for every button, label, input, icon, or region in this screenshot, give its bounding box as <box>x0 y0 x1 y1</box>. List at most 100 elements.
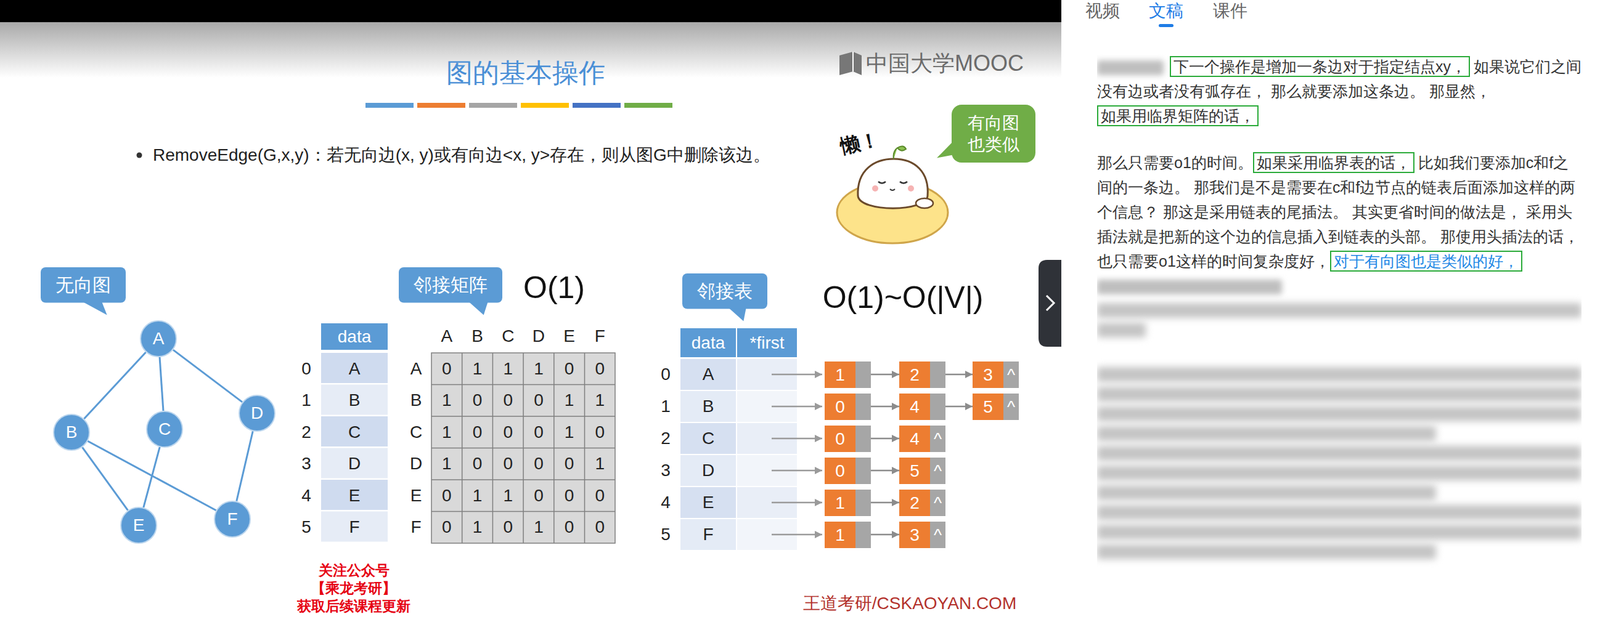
transcript-text: 比如我们要添加c和f之间的一条边。 那我们是不是需要在c和f边节点的链表后面添加… <box>1097 154 1580 270</box>
adjvex-field: 5 <box>899 457 931 485</box>
matrix-cell: 1 <box>441 453 452 475</box>
table-cell <box>680 455 736 487</box>
adjvex-field: 2 <box>899 361 931 389</box>
tab-label: 文稿 <box>1148 0 1184 22</box>
table-cell <box>680 359 736 391</box>
adjvex-field: 0 <box>824 393 856 421</box>
list-pointer <box>870 502 900 505</box>
adjvex-field: 4 <box>899 393 931 421</box>
table-cell <box>321 480 388 511</box>
matrix-row-header: B <box>410 390 423 412</box>
matrix-cell: 1 <box>441 390 452 412</box>
complexity-label: O(1)~O(|V|) <box>822 279 984 317</box>
vertex-cell: A <box>702 364 715 386</box>
vertex-cell: C <box>348 422 361 444</box>
list-node: 0 <box>824 425 871 453</box>
table-header: data <box>691 332 726 354</box>
highlight-box: 如果用临界矩阵的话， <box>1097 105 1259 127</box>
list-node: 3^ <box>899 522 946 549</box>
matrix-cell: 0 <box>472 390 483 412</box>
graph-edge <box>236 431 253 502</box>
table-cell <box>321 353 388 384</box>
list-node: 2 <box>899 361 946 389</box>
table-header-cell <box>321 323 388 351</box>
list-node: 0 <box>824 457 871 485</box>
blurred-text <box>1097 60 1164 76</box>
null-pointer: ^ <box>1003 361 1019 389</box>
cartoon-eyes <box>878 181 908 184</box>
table-header-cell <box>680 328 736 358</box>
vertex-cell: A <box>348 358 361 380</box>
list-node: 0 <box>824 393 871 421</box>
cartoon-sprout <box>893 146 907 160</box>
graph-edge <box>82 447 129 511</box>
first-pointer <box>771 502 823 505</box>
row-index: 2 <box>660 428 671 450</box>
blurred-text <box>1097 505 1582 521</box>
row-index: 4 <box>301 485 312 507</box>
matrix-cell: 0 <box>533 390 544 412</box>
matrix-row-header: F <box>410 517 421 539</box>
list-pointer <box>945 374 973 376</box>
list-pointer <box>870 534 900 537</box>
row-index: 0 <box>301 358 312 380</box>
vertex-cell: F <box>348 517 360 539</box>
next-field <box>855 489 871 517</box>
callout-tail <box>469 302 488 316</box>
tab-underline <box>1158 24 1174 28</box>
vertex-label: B <box>65 422 78 443</box>
list-node: 5^ <box>972 393 1019 421</box>
blurred-text <box>1097 322 1146 338</box>
matrix-cell: 0 <box>564 453 575 475</box>
blurred-text <box>1097 544 1437 560</box>
transcript-highlight: 如果用临界矩阵的话， <box>1100 107 1255 125</box>
list-node: 5^ <box>899 457 946 485</box>
graph-edge <box>173 350 243 403</box>
matrix-cell: 0 <box>502 517 513 539</box>
row-index: 0 <box>660 364 671 386</box>
list-pointer <box>870 374 900 376</box>
matrix-cell: 1 <box>564 390 575 412</box>
callout-box: 邻接表 <box>682 273 768 310</box>
matrix-cell: 0 <box>472 422 483 444</box>
graph-edge <box>87 441 216 511</box>
callout-box: 邻接矩阵 <box>398 267 503 304</box>
matrix-row-header: E <box>410 485 423 507</box>
highlight-box: 下一个操作是增加一条边对于指定结点xy， <box>1169 56 1470 78</box>
wechat-note: 关注公众号【乘龙考研】 获取后续课程更新 <box>297 562 411 616</box>
blurred-text <box>1097 367 1582 383</box>
matrix-cell: 1 <box>502 358 513 380</box>
transcript-paragraph: 下一个操作是增加一条边对于指定结点xy，如果说它们之间没有边或者没有弧存在， 那… <box>1097 54 1582 129</box>
blurred-text <box>1097 446 1582 462</box>
video-top-bar <box>0 0 1062 23</box>
table-cell <box>680 391 736 423</box>
blurred-text <box>1097 525 1582 540</box>
transcript-highlight: 对于有向图也是类似的好， <box>1333 252 1519 270</box>
callout-text: 无向图 <box>55 274 111 296</box>
adjvex-field: 0 <box>824 457 856 485</box>
null-pointer: ^ <box>930 489 946 517</box>
matrix-cell: 0 <box>595 422 606 444</box>
matrix-cell: 0 <box>595 517 606 539</box>
callout-box: 无向图 <box>40 267 126 304</box>
slide-background <box>0 0 1062 622</box>
row-index: 3 <box>301 453 312 475</box>
adjvex-field: 1 <box>824 361 856 389</box>
callout-body <box>398 267 503 304</box>
transcript-paragraph: 那么只需要o1的时间。如果采用临界表的话，比如我们要添加c和f之间的一条边。 那… <box>1097 150 1582 299</box>
next-field <box>855 425 871 453</box>
list-node: 1 <box>824 522 871 549</box>
collapse-button <box>1038 260 1062 347</box>
watermark: 王道考研/CSKAOYAN.COM <box>803 593 1017 615</box>
matrix-cell: 0 <box>595 358 606 380</box>
instruction-text: RemoveEdge(G,x,y)：若无向边(x, y)或有向边<x, y>存在… <box>152 144 771 166</box>
vertex-label: A <box>152 329 165 349</box>
matrix-row-header: C <box>409 422 423 444</box>
complexity-label: O(1) <box>523 269 585 307</box>
highlight-box: 对于有向图也是类似的好， <box>1330 250 1523 272</box>
table-header: data <box>337 326 372 348</box>
row-index: 1 <box>660 396 671 418</box>
tab-label: 视频 <box>1085 0 1120 22</box>
matrix-cell: 0 <box>441 485 452 507</box>
blurred-text <box>1097 465 1582 481</box>
